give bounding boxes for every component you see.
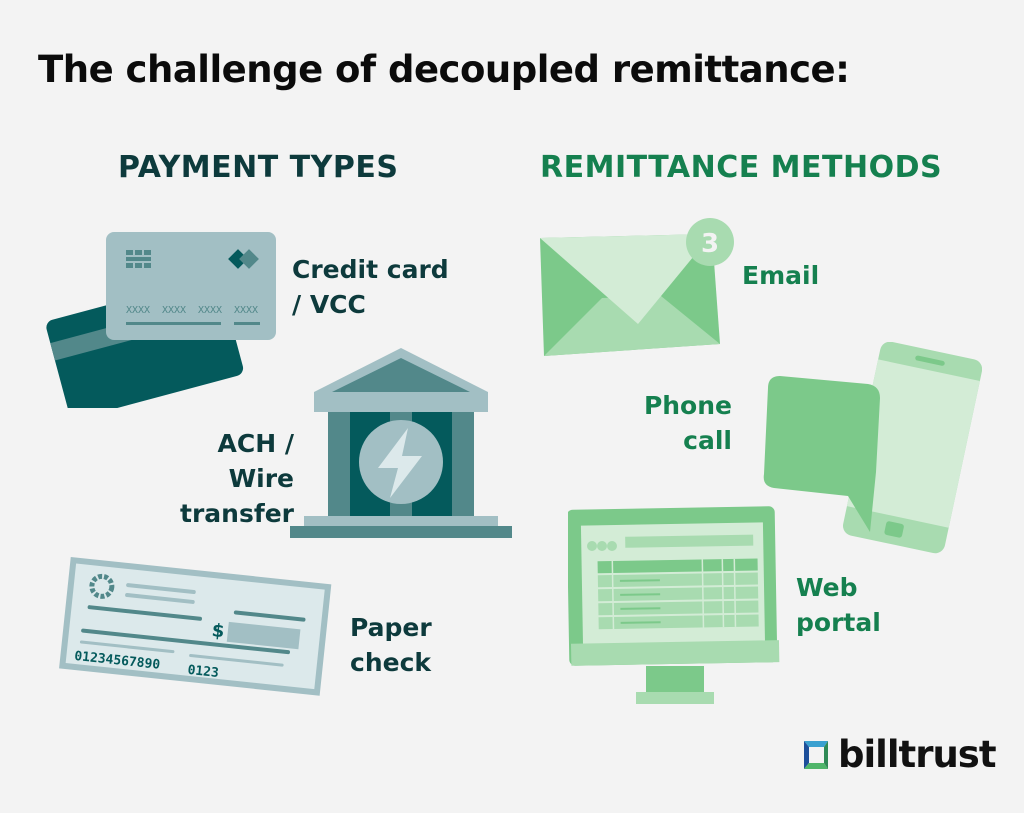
credit-card-label: Credit card / VCC (292, 252, 449, 322)
brand-name: billtrust (838, 733, 997, 776)
dollar-sign: $ (211, 620, 226, 642)
payment-types-heading: PAYMENT TYPES (118, 150, 399, 185)
check-number: 0123 (187, 663, 220, 681)
phone-label: Phone call (642, 388, 732, 458)
web-portal-label-line2: portal (796, 608, 881, 637)
ach-label-line1: ACH / (217, 429, 294, 458)
ach-label-line2: Wire transfer (180, 464, 294, 528)
envelope-icon: 3 (536, 216, 740, 360)
paper-check-label: Paper check (350, 610, 432, 680)
paper-check-label-line1: Paper (350, 613, 432, 642)
card-digits: XXXX (162, 305, 186, 316)
billtrust-logo-mark-icon (804, 740, 828, 769)
remittance-methods-heading: REMITTANCE METHODS (540, 150, 943, 185)
web-portal-label: Web portal (796, 570, 881, 640)
paper-check-icon: $ 01234567890 0123 (52, 548, 337, 708)
ach-label: ACH / Wire transfer (112, 426, 294, 531)
phone-label-line1: Phone (643, 391, 732, 420)
page-title: The challenge of decoupled remittance: (38, 48, 850, 91)
credit-card-label-line1: Credit card (292, 255, 449, 284)
credit-card-label-line2: / VCC (292, 290, 366, 319)
card-digits: XXXX (126, 305, 150, 316)
billtrust-logo: billtrust (800, 733, 997, 776)
phone-label-line2: call (683, 426, 732, 455)
card-digits: XXXX (198, 305, 222, 316)
email-badge-count: 3 (701, 229, 719, 259)
phone-icon (750, 342, 982, 558)
web-portal-label-line1: Web (796, 573, 858, 602)
paper-check-label-line2: check (350, 648, 432, 677)
email-label: Email (742, 261, 820, 290)
bank-icon (290, 348, 512, 540)
card-digits: XXXX (234, 305, 258, 316)
credit-card-icon: XXXX XXXX XXXX XXXX (44, 228, 284, 408)
monitor-icon (568, 506, 788, 710)
